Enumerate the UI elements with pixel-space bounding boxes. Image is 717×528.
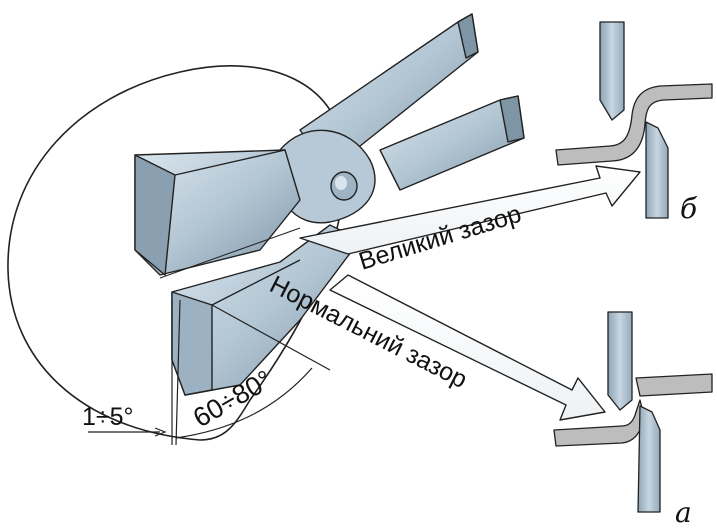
angle-small-label: 1÷5° bbox=[82, 403, 134, 431]
sheet-large-gap bbox=[556, 84, 712, 165]
caption-a: а bbox=[675, 496, 692, 528]
caption-b: б bbox=[680, 192, 698, 225]
